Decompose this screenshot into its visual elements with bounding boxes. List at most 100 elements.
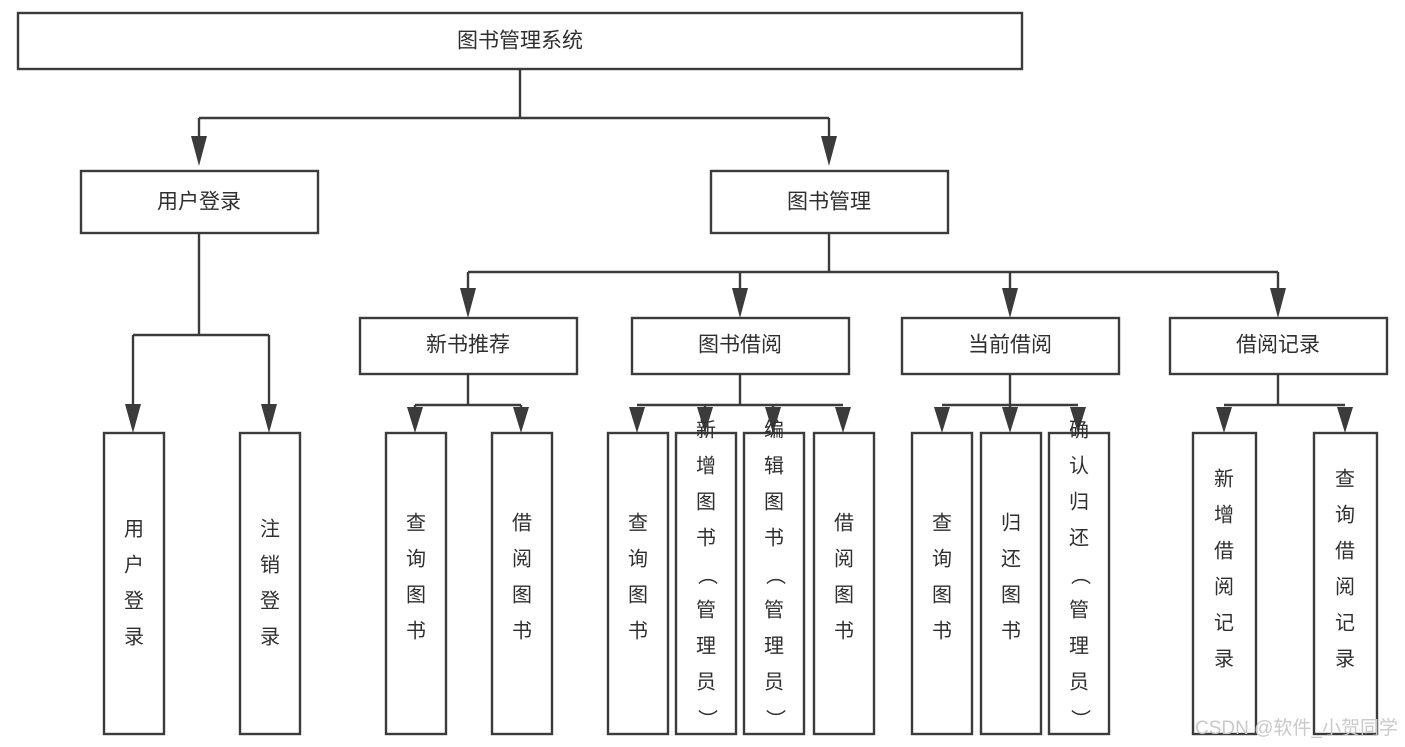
leaf-box[interactable]	[384, 431, 448, 736]
leaf-label-char: 增	[1214, 503, 1234, 526]
leaf-box[interactable]	[910, 431, 974, 736]
leaf-label-char: 辑	[764, 454, 784, 477]
leaf-label-char: 还	[1069, 526, 1089, 549]
node-borrow-record[interactable]: 借阅记录	[1168, 316, 1389, 376]
leaf-label-char: （	[764, 565, 787, 585]
leaf-box[interactable]	[102, 431, 166, 736]
arrow-head-book-borrow-leaf4	[835, 407, 851, 433]
leaf-label-char: 借	[1335, 539, 1355, 562]
leaf-box[interactable]	[1191, 431, 1258, 736]
node-root[interactable]: 图书管理系统	[16, 11, 1024, 71]
arrow-head-user-login	[191, 136, 207, 166]
leaf-box[interactable]	[979, 431, 1043, 736]
arrow-head-book-borrow-leaf1	[629, 407, 645, 433]
arrow-head-new-book-leaf1	[407, 407, 423, 433]
node-borrow-record-box[interactable]	[1168, 316, 1389, 376]
leaf-box[interactable]	[490, 431, 554, 736]
leaf-label-char: ）	[1069, 709, 1092, 729]
leaf-label-char: 用	[124, 518, 144, 540]
leaf-label-char: 书	[932, 619, 952, 642]
leaf-label-char: 书	[512, 619, 532, 642]
leaf-box[interactable]	[1047, 431, 1111, 736]
leaf-box[interactable]	[1312, 431, 1379, 736]
leaf-label-char: 查	[932, 511, 952, 534]
leaf-box[interactable]	[812, 431, 876, 736]
leaf-label-char: 阅	[1335, 575, 1355, 598]
leaf-label-char: 记	[1335, 611, 1355, 634]
node-user-login[interactable]: 用户登录	[79, 169, 320, 235]
node-user-login-box[interactable]	[79, 169, 320, 235]
arrow-head-new-book-leaf2	[513, 407, 529, 433]
node-current-borrow-label: 当前借阅	[968, 334, 1052, 357]
node-book-borrow-label: 图书借阅	[698, 334, 782, 357]
leaf-label-char: 管	[696, 598, 716, 621]
leaf-label-char: 阅	[1214, 575, 1234, 598]
leaf-label-char: （	[1069, 565, 1092, 585]
leaf-label-char: 书	[628, 619, 648, 642]
leaf-label-char: 询	[406, 547, 426, 570]
leaf-box[interactable]	[238, 431, 302, 736]
leaf-node[interactable]: 用户登录	[102, 431, 166, 736]
node-book-manage-box[interactable]	[709, 169, 950, 235]
node-root-box[interactable]	[16, 11, 1024, 71]
node-current-borrow[interactable]: 当前借阅	[900, 316, 1121, 376]
node-new-book-recommend-box[interactable]	[358, 316, 579, 376]
leaf-label-char: 借	[1214, 539, 1234, 562]
node-borrow-record-label: 借阅记录	[1236, 334, 1320, 357]
connector-group-book-manage	[460, 233, 1286, 318]
node-new-book-recommend[interactable]: 新书推荐	[358, 316, 579, 376]
leaf-label-char: 阅	[512, 547, 532, 570]
arrow-head-borrow-record	[1270, 288, 1286, 318]
leaf-label-char: 管	[1069, 598, 1089, 621]
leaf-box[interactable]	[674, 431, 738, 736]
leaf-label-char: 图	[1001, 584, 1021, 606]
arrow-head-book-manage	[821, 136, 837, 166]
leaf-label-char: ）	[696, 709, 719, 729]
arrow-head-new-book-recommend	[460, 288, 476, 318]
leaf-label-char: 录	[124, 626, 144, 648]
leaf-label-char: 书	[764, 526, 784, 549]
leaf-label-char: 图	[834, 584, 854, 606]
arrow-head-borrow-record-leaf1	[1216, 407, 1232, 433]
leaf-label-char: 图	[932, 584, 952, 606]
node-book-borrow-box[interactable]	[630, 316, 851, 376]
leaf-label-char: 书	[696, 526, 716, 549]
leaf-label-char: 录	[260, 626, 280, 648]
leaf-label-char: 理	[696, 635, 716, 657]
leaf-label-char: 图	[696, 491, 716, 513]
node-book-borrow[interactable]: 图书借阅	[630, 316, 851, 376]
leaf-label-char: 增	[696, 454, 716, 477]
leaf-box[interactable]	[606, 431, 670, 736]
leaf-box[interactable]	[742, 431, 806, 736]
leaf-label-char: 员	[764, 671, 784, 693]
leaf-label-char: 新	[696, 418, 716, 441]
leaf-label-char: 书	[406, 619, 426, 642]
leaf-label-char: 询	[628, 547, 648, 570]
leaf-label-char: 归	[1069, 490, 1089, 513]
leaf-label-char: 理	[764, 635, 784, 657]
node-current-borrow-box[interactable]	[900, 316, 1121, 376]
arrow-head-user-login-leaf1	[125, 404, 141, 433]
leaf-label-char: 确	[1069, 418, 1089, 441]
node-book-manage[interactable]: 图书管理	[709, 169, 950, 235]
